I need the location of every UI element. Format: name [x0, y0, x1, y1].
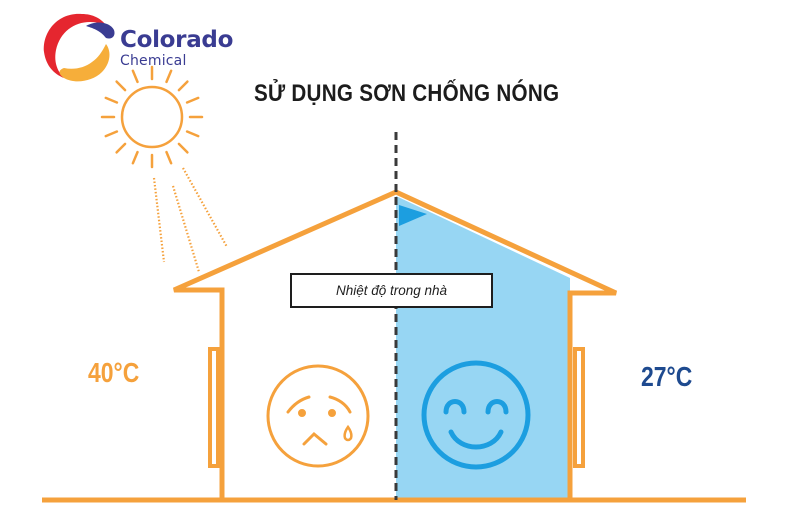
cool-temperature: 27°C: [641, 361, 693, 392]
colorado-logo-icon: [43, 13, 115, 82]
sun-icon: [100, 65, 204, 169]
hot-temperature: 40°C: [88, 357, 140, 388]
diagram-title: SỬ DỤNG SƠN CHỐNG NÓNG: [254, 80, 560, 107]
brand-name: Colorado: [120, 27, 234, 53]
triangle-marker-icon: [399, 205, 427, 226]
brand-subtitle: Chemical: [120, 53, 187, 69]
indoor-temperature-label-text: Nhiệt độ trong nhà: [335, 283, 448, 298]
sunlight-rays-icon: [152, 167, 228, 273]
brand-logo: Colorado Chemical: [120, 27, 234, 69]
happy-face-icon: [421, 360, 531, 470]
sad-face-icon: [266, 364, 370, 468]
cool-interior-fill: [396, 196, 570, 500]
indoor-temperature-label: Nhiệt độ trong nhà: [290, 273, 493, 308]
